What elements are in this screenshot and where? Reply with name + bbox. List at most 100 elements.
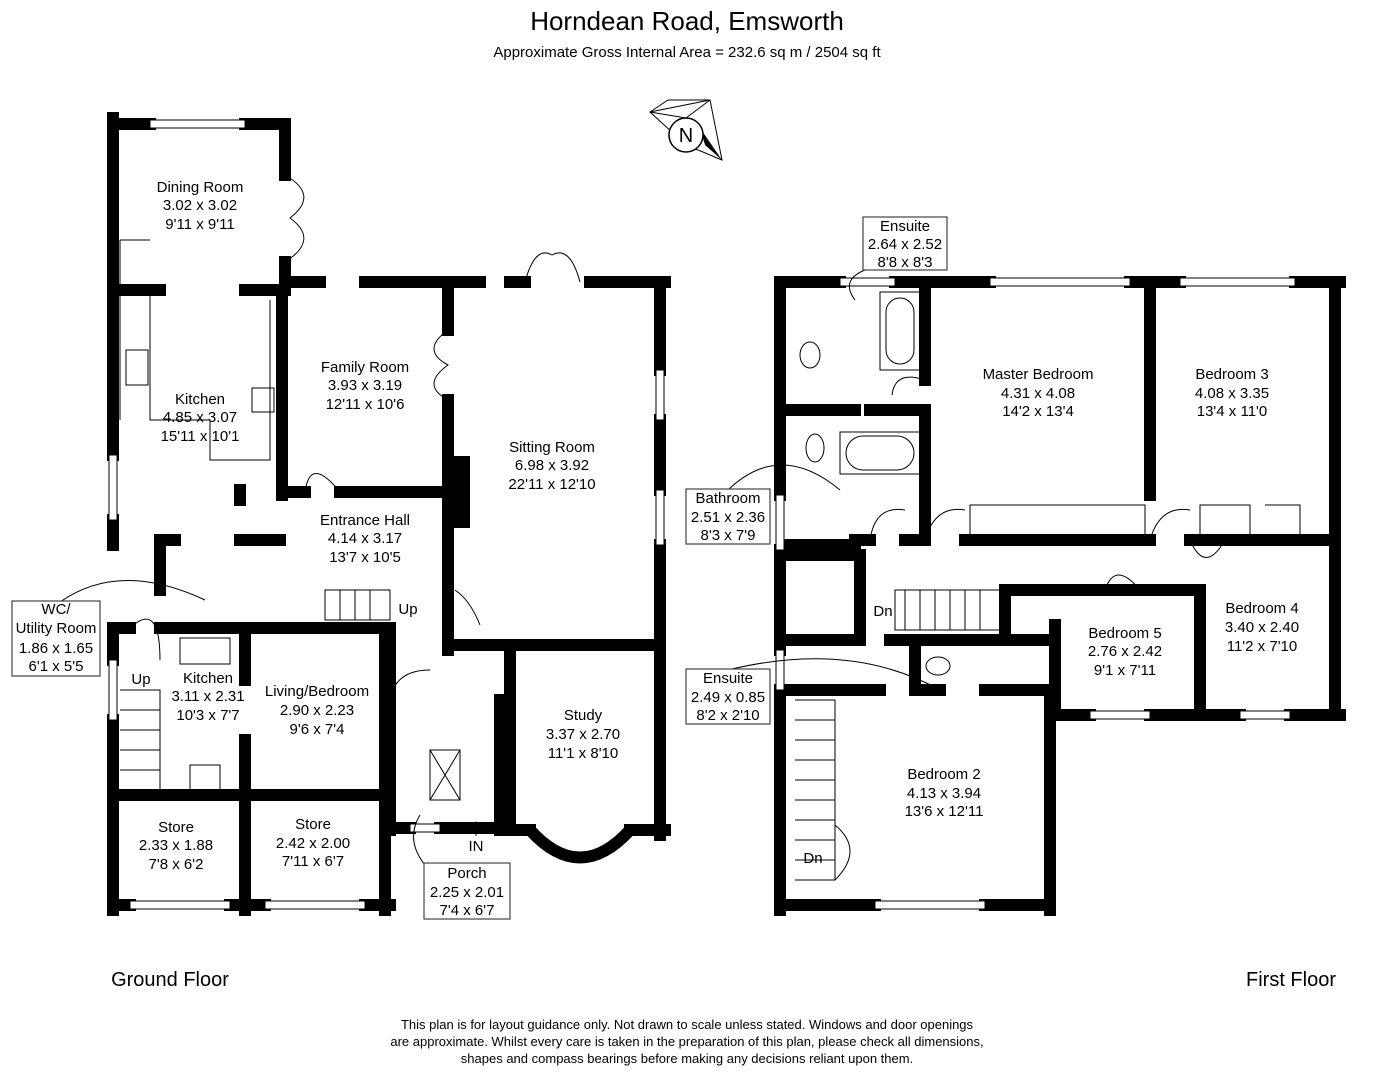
room-bedroom-5: Bedroom 5 2.76 x 2.42 9'1 x 7'11 (1088, 625, 1162, 679)
svg-text:22'11 x 12'10: 22'11 x 12'10 (508, 476, 595, 493)
room-bathroom: Bathroom 2.51 x 2.36 8'3 x 7'9 (685, 464, 841, 545)
svg-text:9'6 x 7'4: 9'6 x 7'4 (290, 721, 345, 738)
room-living-bedroom: Living/Bedroom 2.90 x 2.23 9'6 x 7'4 (265, 683, 369, 738)
svg-text:13'4 x 11'0: 13'4 x 11'0 (1197, 403, 1268, 420)
svg-text:Porch: Porch (447, 865, 486, 882)
svg-text:7'8 x 6'2: 7'8 x 6'2 (149, 856, 204, 873)
svg-text:Dining Room: Dining Room (157, 179, 244, 196)
entrance-label: IN (469, 838, 484, 855)
svg-text:9'1 x 7'11: 9'1 x 7'11 (1094, 662, 1156, 679)
svg-text:Kitchen: Kitchen (175, 391, 225, 408)
svg-text:11'2 x 7'10: 11'2 x 7'10 (1227, 638, 1298, 655)
first-floor-walls (774, 276, 1346, 916)
stairs-down-label: Dn (873, 603, 892, 620)
disclaimer-line: shapes and compass bearings before makin… (461, 1051, 913, 1066)
svg-text:4.14 x 3.17: 4.14 x 3.17 (328, 530, 402, 547)
svg-text:14'2 x 13'4: 14'2 x 13'4 (1002, 403, 1074, 420)
plan-subtitle: Approximate Gross Internal Area = 232.6 … (493, 44, 881, 61)
svg-text:Master Bedroom: Master Bedroom (983, 366, 1094, 383)
room-porch: Porch 2.25 x 2.01 7'4 x 6'7 (413, 814, 511, 920)
room-wc-utility: WC/ Utility Room 1.86 x 1.65 6'1 x 5'5 (11, 580, 206, 677)
svg-text:6'1 x 5'5: 6'1 x 5'5 (29, 658, 84, 675)
svg-text:4.85 x 3.07: 4.85 x 3.07 (163, 409, 237, 426)
svg-text:2.49 x 0.85: 2.49 x 0.85 (691, 689, 765, 706)
svg-text:9'11 x 9'11: 9'11 x 9'11 (165, 216, 234, 233)
svg-text:4.13 x 3.94: 4.13 x 3.94 (907, 785, 981, 802)
svg-text:2.76 x 2.42: 2.76 x 2.42 (1088, 643, 1162, 660)
svg-text:2.42 x 2.00: 2.42 x 2.00 (276, 835, 350, 852)
svg-text:2.64 x 2.52: 2.64 x 2.52 (868, 236, 942, 253)
svg-text:15'11 x 10'1: 15'11 x 10'1 (161, 428, 240, 445)
room-ensuite-master: Ensuite 2.64 x 2.52 8'8 x 8'3 (848, 216, 948, 301)
room-kitchen: Kitchen 4.85 x 3.07 15'11 x 10'1 (161, 391, 240, 445)
stairs-up-label: Up (131, 671, 150, 688)
svg-text:Family Room: Family Room (321, 359, 409, 376)
room-entrance-hall: Entrance Hall 4.14 x 3.17 13'7 x 10'5 (320, 512, 410, 566)
room-study: Study 3.37 x 2.70 11'1 x 8'10 (546, 707, 620, 762)
svg-text:11'1 x 8'10: 11'1 x 8'10 (548, 745, 619, 762)
svg-text:8'3 x 7'9: 8'3 x 7'9 (701, 527, 756, 544)
svg-text:Bedroom 3: Bedroom 3 (1195, 366, 1268, 383)
room-store-1: Store 2.33 x 1.88 7'8 x 6'2 (139, 819, 213, 873)
room-sitting-room: Sitting Room 6.98 x 3.92 22'11 x 12'10 (508, 439, 595, 493)
svg-text:2.33 x 1.88: 2.33 x 1.88 (139, 837, 213, 854)
room-bedroom-3: Bedroom 3 4.08 x 3.35 13'4 x 11'0 (1195, 366, 1269, 420)
svg-text:Bedroom 4: Bedroom 4 (1225, 600, 1298, 617)
svg-text:Study: Study (564, 707, 603, 724)
ground-floor-label: Ground Floor (111, 969, 229, 991)
ground-floor-fixtures (108, 119, 665, 910)
svg-text:10'3 x 7'7: 10'3 x 7'7 (176, 707, 239, 724)
svg-text:Utility Room: Utility Room (16, 620, 97, 637)
svg-text:8'2 x 2'10: 8'2 x 2'10 (696, 707, 759, 724)
svg-text:2.51 x 2.36: 2.51 x 2.36 (691, 509, 765, 526)
svg-text:3.40 x 2.40: 3.40 x 2.40 (1225, 619, 1299, 636)
svg-text:12'11 x 10'6: 12'11 x 10'6 (326, 396, 405, 413)
svg-text:N: N (679, 125, 693, 147)
svg-text:Kitchen: Kitchen (183, 670, 233, 687)
disclaimer-line: are approximate. Whilst every care is ta… (390, 1034, 983, 1049)
svg-text:1.86 x 1.65: 1.86 x 1.65 (19, 640, 93, 657)
svg-text:Ensuite: Ensuite (880, 218, 930, 235)
svg-text:6.98 x 3.92: 6.98 x 3.92 (515, 457, 589, 474)
ground-floor-walls (107, 112, 671, 916)
svg-text:3.02 x 3.02: 3.02 x 3.02 (163, 197, 237, 214)
svg-text:8'8 x 8'3: 8'8 x 8'3 (878, 254, 933, 271)
room-master-bedroom: Master Bedroom 4.31 x 4.08 14'2 x 13'4 (983, 366, 1094, 420)
stairs-down-label: Dn (803, 850, 822, 867)
svg-text:4.31 x 4.08: 4.31 x 4.08 (1001, 385, 1075, 402)
room-annex-kitchen: Kitchen 3.11 x 2.31 10'3 x 7'7 (171, 670, 244, 724)
svg-text:4.08 x 3.35: 4.08 x 3.35 (1195, 385, 1269, 402)
room-ensuite-small: Ensuite 2.49 x 0.85 8'2 x 2'10 (685, 658, 941, 725)
compass-north-icon: N (649, 99, 723, 161)
room-bedroom-2: Bedroom 2 4.13 x 3.94 13'6 x 12'11 (905, 766, 984, 820)
svg-text:Entrance Hall: Entrance Hall (320, 512, 410, 529)
svg-text:WC/: WC/ (41, 601, 71, 618)
first-floor-label: First Floor (1246, 969, 1336, 991)
room-dining-room: Dining Room 3.02 x 3.02 9'11 x 9'11 (157, 179, 244, 233)
room-store-2: Store 2.42 x 2.00 7'11 x 6'7 (276, 816, 350, 870)
disclaimer-line: This plan is for layout guidance only. N… (401, 1017, 974, 1032)
svg-text:Ensuite: Ensuite (703, 670, 753, 687)
svg-text:2.90 x 2.23: 2.90 x 2.23 (280, 702, 354, 719)
svg-text:13'6 x 12'11: 13'6 x 12'11 (905, 803, 984, 820)
svg-text:3.37 x 2.70: 3.37 x 2.70 (546, 726, 620, 743)
entrance-arrow-icon (470, 821, 482, 836)
svg-text:3.93 x 3.19: 3.93 x 3.19 (328, 377, 402, 394)
svg-text:Bedroom 5: Bedroom 5 (1088, 625, 1161, 642)
svg-text:2.25 x 2.01: 2.25 x 2.01 (430, 884, 504, 901)
svg-text:Bathroom: Bathroom (695, 490, 760, 507)
first-floor-fixtures (775, 277, 1301, 910)
room-family-room: Family Room 3.93 x 3.19 12'11 x 10'6 (321, 359, 409, 413)
room-bedroom-4: Bedroom 4 3.40 x 2.40 11'2 x 7'10 (1225, 600, 1299, 655)
svg-text:3.11 x 2.31: 3.11 x 2.31 (171, 688, 244, 705)
svg-text:Sitting Room: Sitting Room (509, 439, 595, 456)
svg-text:Store: Store (295, 816, 331, 833)
plan-title: Horndean Road, Emsworth (530, 6, 844, 36)
svg-text:7'11 x 6'7: 7'11 x 6'7 (282, 853, 344, 870)
svg-text:7'4 x 6'7: 7'4 x 6'7 (440, 902, 495, 919)
svg-text:Bedroom 2: Bedroom 2 (907, 766, 980, 783)
svg-text:Living/Bedroom: Living/Bedroom (265, 683, 369, 700)
svg-text:Store: Store (158, 819, 194, 836)
svg-text:13'7 x 10'5: 13'7 x 10'5 (329, 549, 401, 566)
